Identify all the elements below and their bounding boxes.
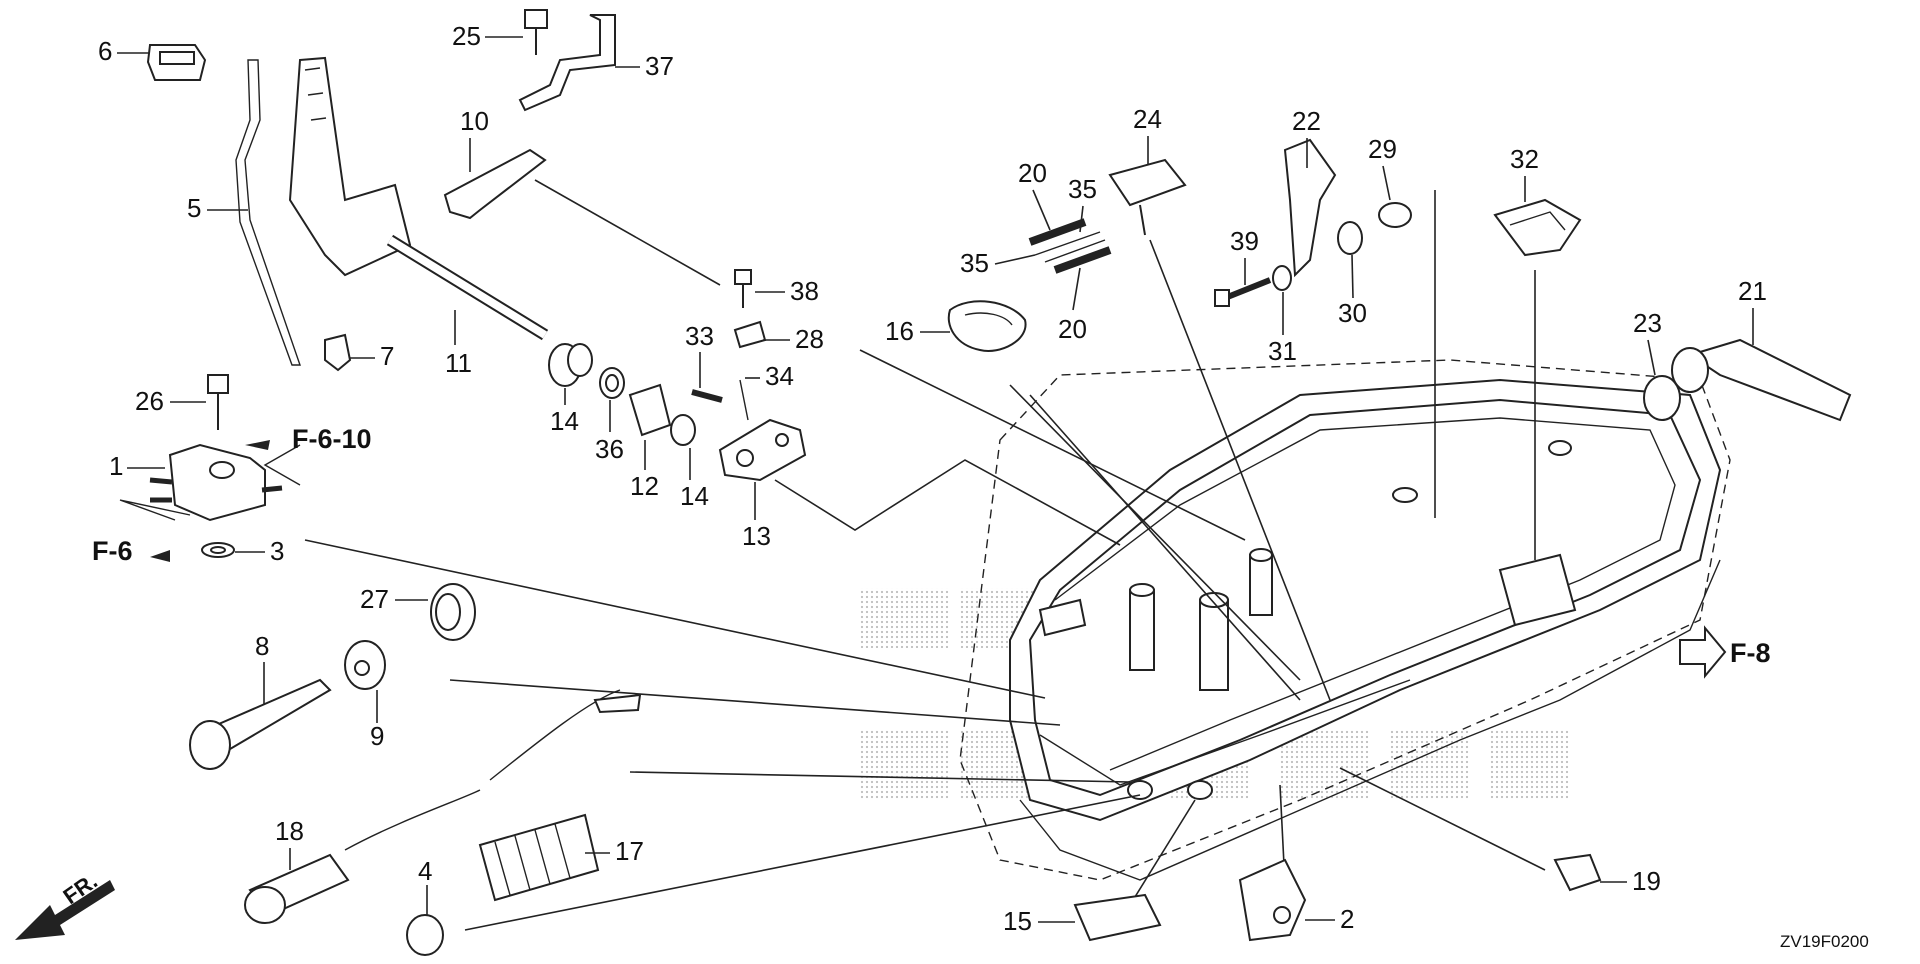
ref-f-8: F-8 <box>1730 638 1771 668</box>
callout-5: 5 <box>187 193 201 223</box>
part-17 <box>478 813 600 902</box>
callout-37: 37 <box>645 51 674 81</box>
callout-25: 25 <box>452 21 481 51</box>
part-2 <box>1238 858 1307 942</box>
callout-35b: 35 <box>960 248 989 278</box>
part-22 <box>1283 138 1337 278</box>
callout-20b: 20 <box>1058 314 1087 344</box>
callout-39: 39 <box>1230 226 1259 256</box>
callout-23: 23 <box>1633 308 1662 338</box>
part-19 <box>1553 853 1602 892</box>
part-4 <box>406 914 444 956</box>
part-16 <box>947 300 1027 352</box>
part-18-cord <box>344 689 621 851</box>
callout-10: 10 <box>460 106 489 136</box>
part-37 <box>518 14 616 112</box>
callout-17: 17 <box>615 836 644 866</box>
callout-16: 16 <box>885 316 914 346</box>
callout-27: 27 <box>360 584 389 614</box>
lower-case-pan <box>959 359 1731 881</box>
callout-29: 29 <box>1368 134 1397 164</box>
callout-32: 32 <box>1510 144 1539 174</box>
callout-12: 12 <box>630 471 659 501</box>
part-13 <box>718 418 807 482</box>
direction-fr: FR. <box>59 868 102 909</box>
callout-19: 19 <box>1632 866 1661 896</box>
callout-15: 15 <box>1003 906 1032 936</box>
part-15 <box>1073 893 1162 942</box>
callout-28: 28 <box>795 324 824 354</box>
callout-38: 38 <box>790 276 819 306</box>
part-5 <box>235 59 301 366</box>
leader-lines <box>304 179 1546 931</box>
callout-4: 4 <box>418 856 432 886</box>
callout-14a: 14 <box>550 406 579 436</box>
part-32 <box>1493 198 1582 257</box>
callout-22: 22 <box>1292 106 1321 136</box>
parts <box>15 9 1852 956</box>
callout-14b: 14 <box>680 481 709 511</box>
callout-6: 6 <box>98 36 112 66</box>
ref-f-6: F-6 <box>92 536 133 566</box>
diagram-code: ZV19F0200 <box>1780 932 1869 951</box>
callout-3: 3 <box>270 536 284 566</box>
callout-8: 8 <box>255 631 269 661</box>
callout-21: 21 <box>1738 276 1767 306</box>
part-24 <box>1108 158 1187 207</box>
part-21 <box>1687 338 1852 422</box>
callout-30: 30 <box>1338 298 1367 328</box>
part-1 <box>168 443 266 522</box>
callout-26: 26 <box>135 386 164 416</box>
part-handle <box>288 56 412 277</box>
callout-24: 24 <box>1133 104 1162 134</box>
callout-33: 33 <box>685 321 714 351</box>
callout-35a: 35 <box>1068 174 1097 204</box>
callout-34: 34 <box>765 361 794 391</box>
part-7 <box>324 333 352 372</box>
callout-18: 18 <box>275 816 304 846</box>
ref-f-6-10: F-6-10 <box>292 424 372 454</box>
part-12 <box>628 383 672 437</box>
part-10 <box>443 148 547 220</box>
callout-9: 9 <box>370 721 384 751</box>
callout-31: 31 <box>1268 336 1297 366</box>
callout-20a: 20 <box>1018 158 1047 188</box>
callout-36: 36 <box>595 434 624 464</box>
callout-11: 11 <box>445 348 472 378</box>
callout-13: 13 <box>742 521 771 551</box>
callout-2: 2 <box>1340 904 1354 934</box>
callout-1: 1 <box>109 451 123 481</box>
callout-7: 7 <box>380 341 394 371</box>
